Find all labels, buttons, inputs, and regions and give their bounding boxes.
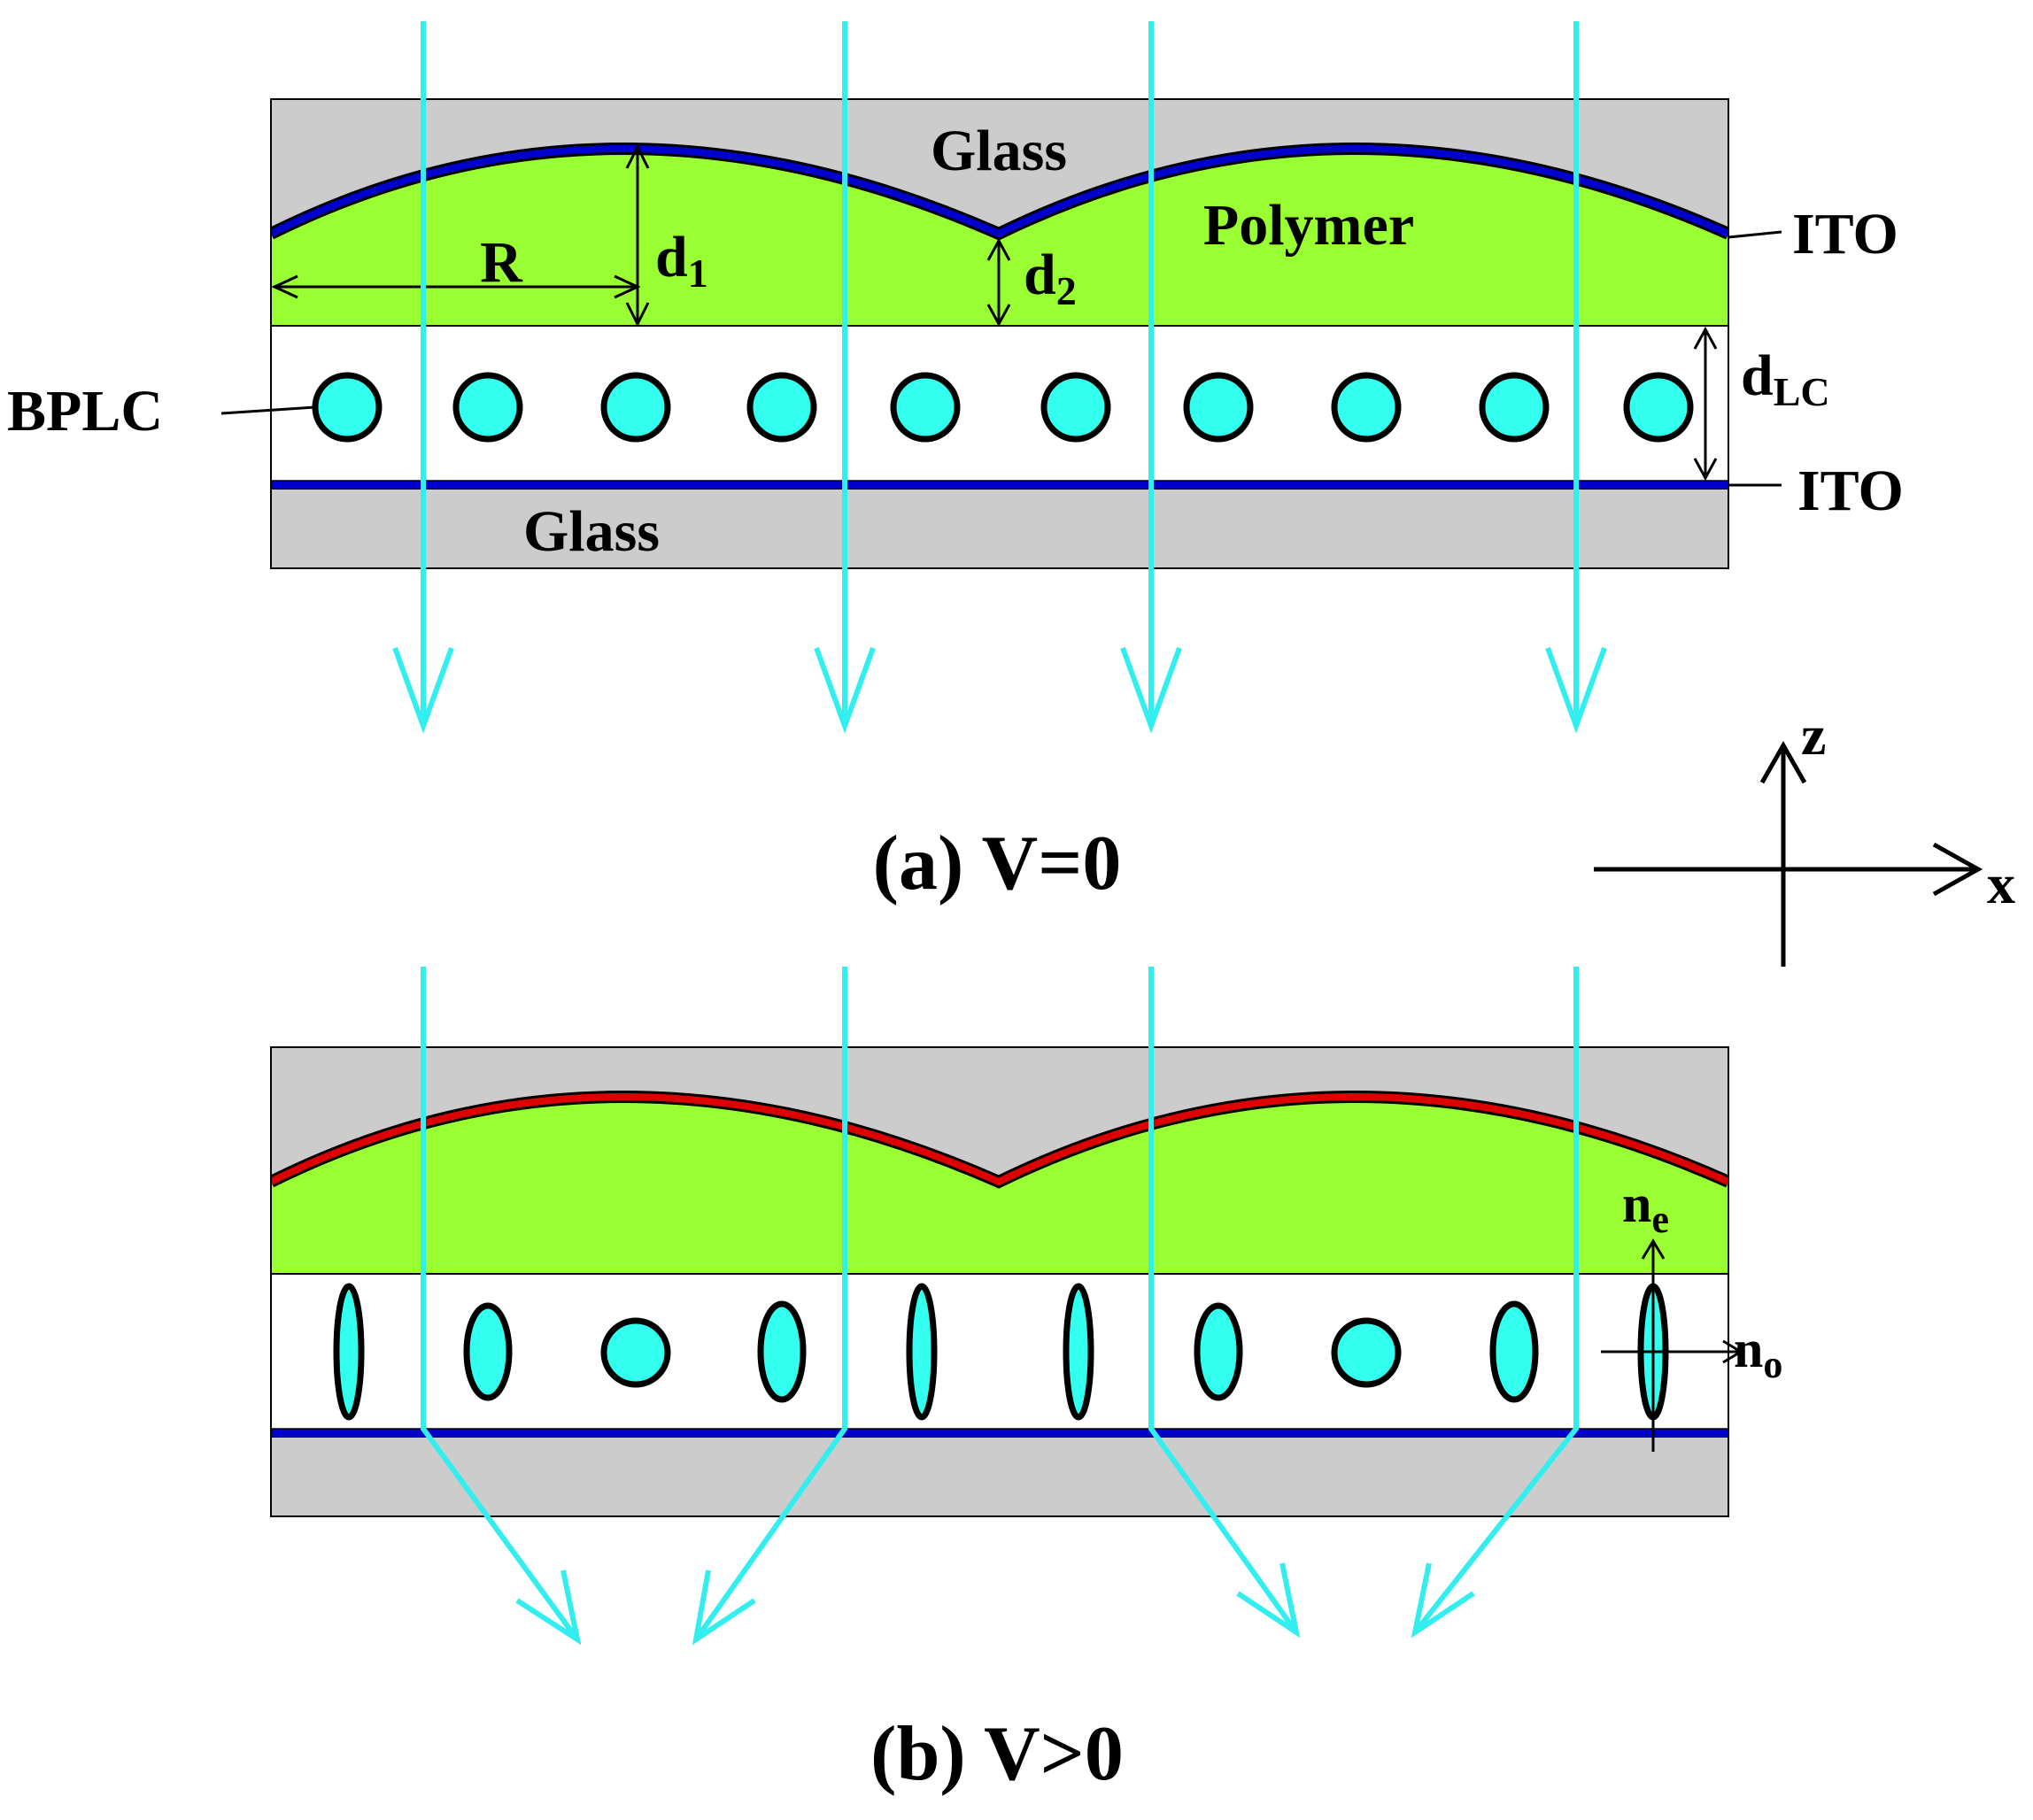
lc-molecule — [890, 372, 961, 443]
lc-molecule — [1331, 1317, 1402, 1388]
dlc-label: dLC — [1741, 343, 1830, 414]
lc-molecule — [1489, 1300, 1539, 1403]
ito-top-leader — [1728, 230, 1782, 239]
lc-molecule — [906, 1283, 938, 1421]
bplc-molecules-b — [333, 1283, 1669, 1421]
lc-molecule — [1183, 372, 1254, 443]
bplc-leader — [220, 405, 316, 415]
lc-molecule — [1194, 1302, 1243, 1401]
index-axes — [1601, 1238, 1743, 1452]
cell-outline-b — [270, 1046, 1729, 1517]
bplc-molecules-a — [312, 372, 1694, 443]
ito-top-label: ITO — [1792, 202, 1898, 266]
polymer-label: Polymer — [1203, 193, 1414, 258]
glass-top-label: Glass — [931, 119, 1067, 183]
lc-molecule — [757, 1300, 807, 1403]
glass-substrate-bottom-a — [271, 490, 1728, 568]
no-label: no — [1734, 1320, 1782, 1386]
d1-label: d1 — [655, 225, 708, 296]
coordinate-axes — [1594, 740, 1983, 967]
light-ray — [421, 967, 580, 1641]
z-axis-label: z — [1801, 704, 1826, 767]
lc-molecule — [1063, 1283, 1094, 1421]
cell-outline-a — [270, 98, 1729, 569]
panel-a: Glass Polymer Glass ITO ITO BPLC R d1 d2… — [7, 21, 1904, 906]
bplc-label: BPLC — [7, 379, 163, 443]
ito-bottom-label: ITO — [1797, 459, 1904, 523]
light-rays-a — [392, 21, 1607, 734]
lc-molecule — [746, 372, 817, 443]
caption-a: (a) V=0 — [873, 821, 1122, 906]
lc-molecule — [312, 372, 383, 443]
panel-b: ne no (b) V>0 — [270, 967, 1782, 1797]
x-axis-label: x — [1987, 852, 2015, 915]
light-rays-b — [421, 967, 1579, 1646]
lc-layer-b — [271, 1274, 1728, 1429]
lc-molecule — [1479, 372, 1550, 443]
lc-molecule — [463, 1302, 513, 1401]
caption-b: (b) V>0 — [870, 1711, 1124, 1797]
radius-label: R — [480, 230, 523, 295]
lc-molecule — [1040, 372, 1111, 443]
lc-molecule — [1623, 372, 1694, 443]
ito-flat-electrode-b — [270, 1428, 1729, 1438]
light-ray — [693, 967, 847, 1641]
light-ray — [1148, 967, 1299, 1634]
lc-molecule — [600, 372, 671, 443]
glass-bottom-label: Glass — [523, 499, 660, 564]
light-ray — [1412, 967, 1579, 1634]
d2-label: d2 — [1024, 243, 1077, 313]
lc-molecule — [1331, 372, 1402, 443]
lc-molecule — [452, 372, 523, 443]
lc-molecule — [333, 1283, 365, 1421]
glass-substrate-bottom-b — [271, 1438, 1728, 1516]
ito-flat-electrode-a — [270, 480, 1729, 490]
ne-label: ne — [1622, 1175, 1669, 1241]
dimension-markers-a — [271, 143, 1718, 482]
lc-molecule — [600, 1317, 671, 1388]
